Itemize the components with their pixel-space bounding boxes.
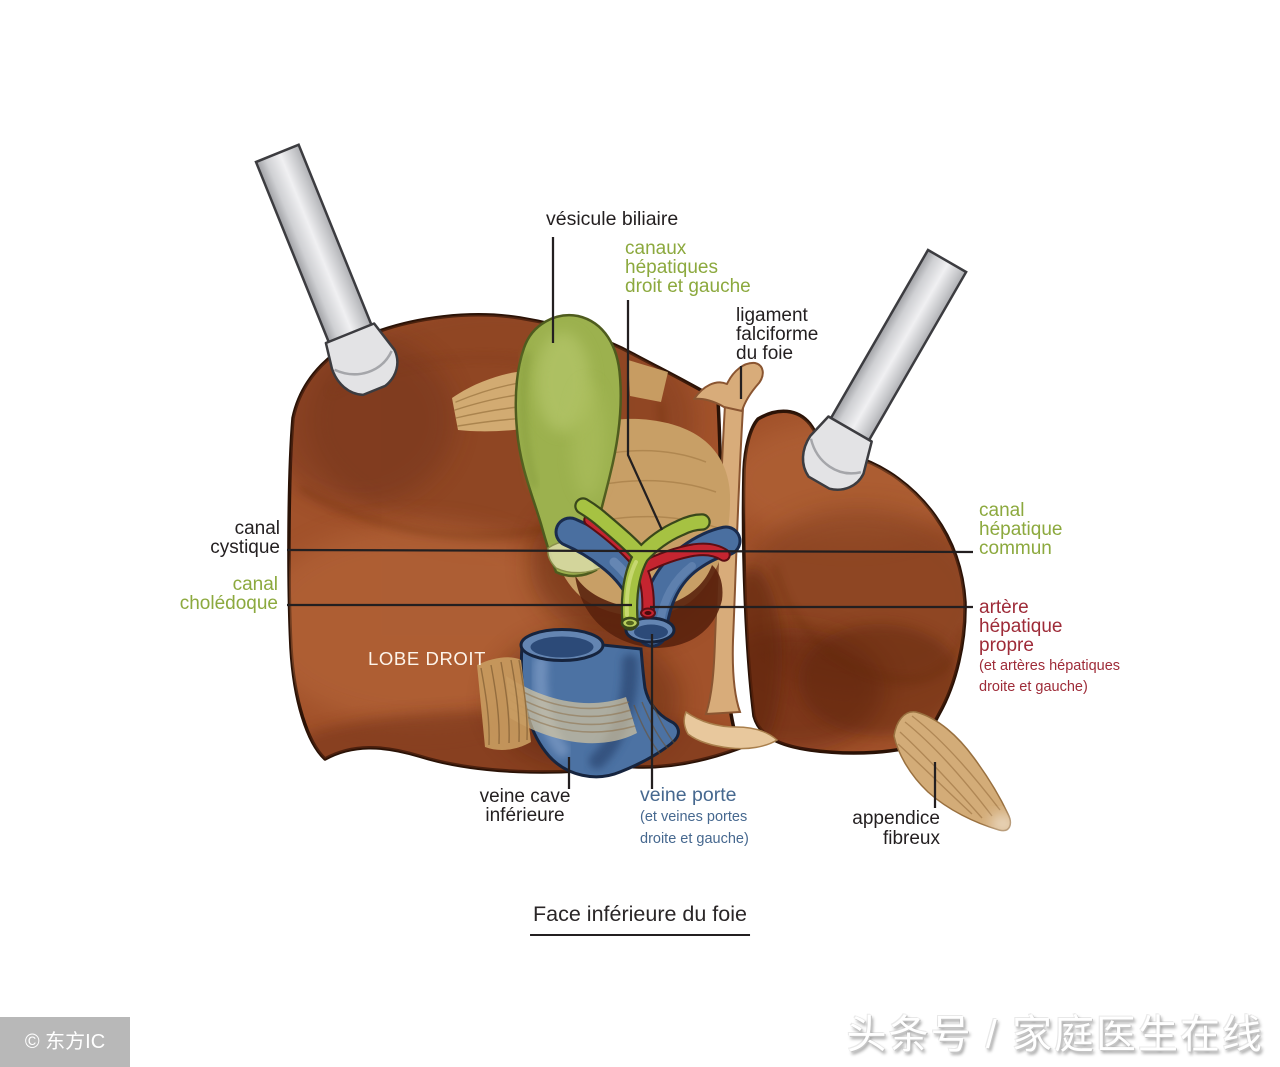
label-line: veine cave [479, 786, 571, 807]
retractor-right [801, 248, 968, 491]
watermark-brand: 头条号 / 家庭医生在线 [846, 1013, 1264, 1057]
retractor-left-foot [324, 322, 399, 397]
label-hepatic-artery: artère hépatique propre (et artères hépa… [979, 598, 1120, 696]
label-cystic-duct: canal cystique [150, 519, 280, 557]
bile-ducts [574, 497, 711, 631]
label-line: artère [979, 597, 1029, 618]
label-subline: (et veines portes [640, 809, 748, 825]
label-line: droit et gauche [625, 276, 751, 297]
label-line: commun [979, 538, 1052, 559]
label-line: hépatique [979, 616, 1063, 637]
label-right-lobe: LOBE DROIT [368, 648, 487, 669]
label-line: ligament [736, 305, 808, 326]
label-line: propre [979, 635, 1034, 656]
falciform-fork [693, 361, 764, 412]
line-cystique-commun [286, 548, 974, 554]
label-line: hépatiques [625, 257, 718, 278]
label-line: cystique [210, 537, 280, 558]
leader-lines [286, 237, 974, 808]
watermark-source: © 东方IC [0, 1017, 130, 1067]
fibrous-band [506, 676, 637, 744]
figure-title: Face inférieure du foie [530, 902, 750, 936]
label-fibrous-appendix: appendice fibreux [818, 809, 940, 848]
vena-cava [477, 628, 680, 779]
retractor-right-foot [801, 415, 873, 491]
vena-cava-lumen [530, 636, 594, 658]
retractor-left [254, 143, 399, 397]
label-line: canal [232, 574, 278, 595]
label-line: falciforme [736, 324, 819, 345]
label-line: fibreux [882, 827, 940, 849]
fan-left-of-gallbladder [452, 371, 529, 432]
label-common-bile-duct: canal cholédoque [148, 575, 278, 613]
falciform-base [683, 710, 779, 750]
label-line: cholédoque [179, 593, 278, 614]
label-subline: droite et gauche) [640, 830, 749, 847]
label-line: canaux [625, 238, 687, 259]
fibrous-appendix [893, 711, 1016, 834]
line-canaux-hepatiques [626, 300, 664, 531]
hilum-recess [575, 565, 723, 648]
label-common-hepatic-duct: canal hépatique commun [979, 501, 1062, 558]
label-line: du foie [736, 343, 794, 364]
label-line: inférieure [485, 805, 565, 826]
label-line: hépatique [979, 519, 1063, 540]
label-line: veine porte [640, 784, 737, 806]
label-hepatic-ducts: canaux hépatiques droit et gauche [625, 239, 751, 296]
fibrous-fan-left [477, 657, 531, 750]
label-line: canal [979, 500, 1025, 521]
fibrous-attachments [452, 360, 668, 432]
label-line: canal [234, 518, 280, 539]
portal-vein-stump [624, 616, 676, 644]
label-subline: (et artères hépatiques [979, 658, 1121, 674]
fan-right-of-gallbladder [628, 360, 668, 402]
label-subline: droite et gauche) [979, 678, 1088, 695]
label-inferior-vena-cava: veine cave inférieure [455, 787, 595, 825]
label-line: appendice [852, 808, 940, 829]
label-gallbladder: vésicule biliaire [546, 208, 679, 230]
label-portal-vein: veine porte (et veines portes droite et … [640, 784, 749, 848]
label-falciform-ligament: ligament falciforme du foie [736, 306, 818, 363]
